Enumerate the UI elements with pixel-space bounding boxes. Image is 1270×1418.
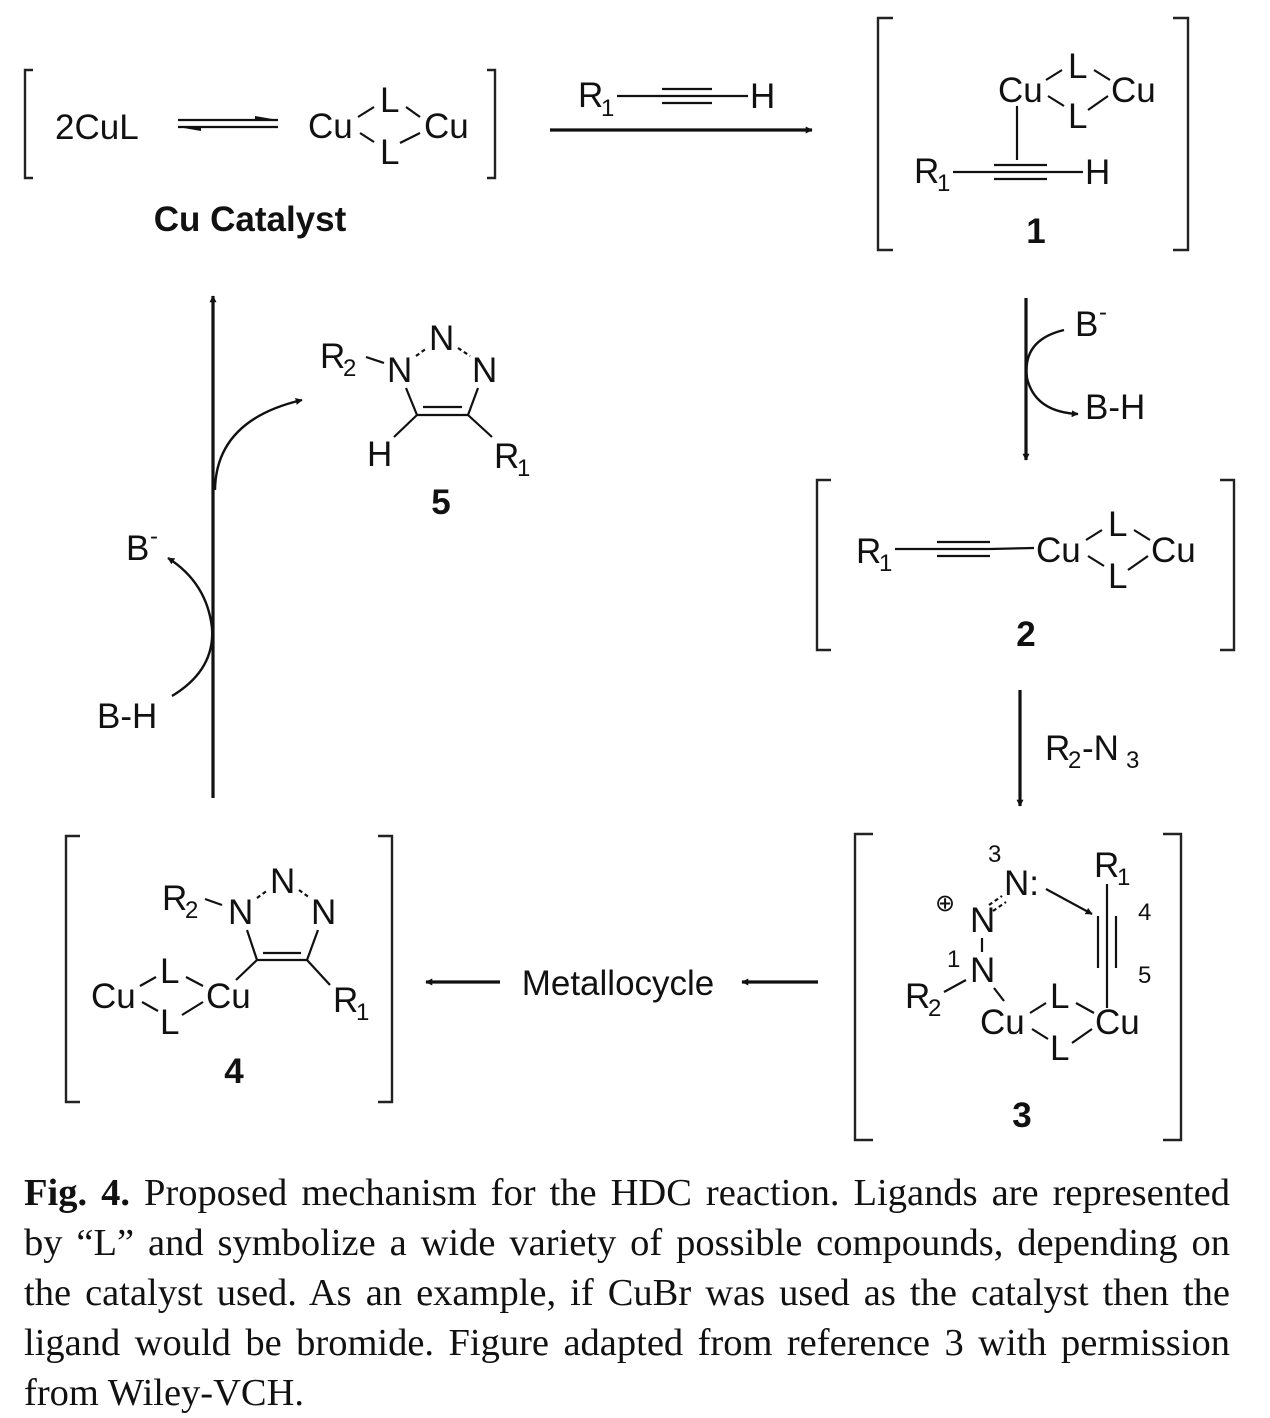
cu-2: Cu [1095,1003,1140,1042]
n3: N [472,351,497,390]
n3: N: [1004,864,1039,903]
r2-sub: 2 [185,897,198,924]
r1-sub: 1 [937,170,950,197]
cu-2: Cu [206,977,251,1016]
r1-sub: 1 [356,999,369,1026]
step5: B - B-H [97,295,303,798]
ligand-top: L [1050,977,1069,1016]
reaction-scheme: 2CuL Cu L L Cu Cu Catalyst R 1 H Cu L [23,16,1236,1142]
cu-2: Cu [1111,71,1156,110]
r2: R [162,879,187,918]
position-4: 4 [1138,899,1151,926]
ligand-bottom: L [160,1003,179,1042]
r1: R [1094,846,1119,885]
dimer-ligand-top: L [380,81,399,120]
compound-number-5: 5 [431,483,450,522]
figure-caption: Fig. 4. Proposed mechanism for the HDC r… [24,1168,1230,1418]
alkyne-r: R [578,76,603,115]
position-1: 1 [947,946,960,973]
metallocycle-label: Metallocycle [522,964,715,1003]
intermediate-4: R 2 N N N R 1 Cu Cu L L 4 [64,834,394,1104]
cu-catalyst: 2CuL Cu L L Cu Cu Catalyst [23,68,497,239]
compound-number-3: 3 [1012,1096,1031,1135]
n1: N [228,893,253,932]
ligand-top: L [1108,505,1127,544]
intermediate-3: 3 N: ⊕ N 1 N R 2 Cu L L Cu R 1 4 5 3 [853,832,1183,1142]
cu-2: Cu [1151,531,1196,570]
dimer-cu-left: Cu [308,107,353,146]
dimer-ligand-bottom: L [380,133,399,172]
catalyst-label: Cu Catalyst [154,200,347,239]
r1: R [333,981,358,1020]
monomer-label: 2CuL [55,108,139,147]
r1: R [494,437,519,476]
azide-n-sub: 3 [1126,747,1139,774]
compound-number-1: 1 [1026,212,1045,251]
r1-sub: 1 [517,455,530,482]
plus-charge: ⊕ [935,890,955,917]
dimer-cu-right: Cu [424,107,469,146]
cu-1: Cu [998,71,1043,110]
cu-1: Cu [980,1003,1025,1042]
n1: N [970,951,995,990]
r2-sub: 2 [928,995,941,1022]
r2: R [320,337,345,376]
compound-number-2: 2 [1016,615,1035,654]
base-charge: - [1099,299,1107,326]
ligand-bottom: L [1108,557,1127,596]
alkyne-r-sub: 1 [601,95,614,122]
r1-sub: 1 [1117,864,1130,891]
r1-sub: 1 [879,550,892,577]
base-charge: - [150,523,158,550]
azide-r: R [1045,729,1070,768]
cu-1: Cu [91,977,136,1016]
position-3: 3 [988,841,1001,868]
compound-number-4: 4 [224,1052,244,1091]
bracket-right [487,68,497,180]
n2: N [970,901,995,940]
step2: B - B-H [1022,298,1145,461]
equilibrium-arrow [178,116,278,131]
n3: N [311,893,336,932]
step1: R 1 H [550,76,813,134]
ligand-top-1: L [1068,47,1087,86]
ligand-bottom-1: L [1068,97,1087,136]
base-label: B [1075,305,1098,344]
step3: R 2 -N 3 [1016,690,1139,807]
ligand-bottom: L [1050,1029,1069,1068]
n2: N [270,862,295,901]
r2: R [905,977,930,1016]
conj-acid-label: B-H [97,697,157,736]
caption-prefix: Fig. 4. [24,1172,130,1214]
h: H [1085,153,1110,192]
r1: R [914,152,939,191]
r2-sub: 2 [343,355,356,382]
ligand-top: L [160,952,179,991]
bracket-left [23,68,33,180]
intermediate-1: Cu L L Cu R 1 H 1 [876,16,1190,252]
cu-1: Cu [1036,531,1081,570]
n1: N [387,351,412,390]
r1: R [856,532,881,571]
conj-acid-label: B-H [1085,388,1145,427]
alkyne-h: H [750,77,775,116]
intermediate-2: R 1 Cu L L Cu 2 [815,478,1236,654]
base-label: B [126,529,149,568]
caption-text: Proposed mechanism for the HDC reaction.… [24,1172,1230,1414]
step4: Metallocycle [425,964,818,1003]
azide-r-sub: 2 [1068,747,1081,774]
azide-n: -N [1082,729,1119,768]
n2: N [429,319,454,358]
h: H [367,435,392,474]
position-5: 5 [1138,962,1151,989]
product-5: R 2 N N N H R 1 5 [320,319,530,522]
